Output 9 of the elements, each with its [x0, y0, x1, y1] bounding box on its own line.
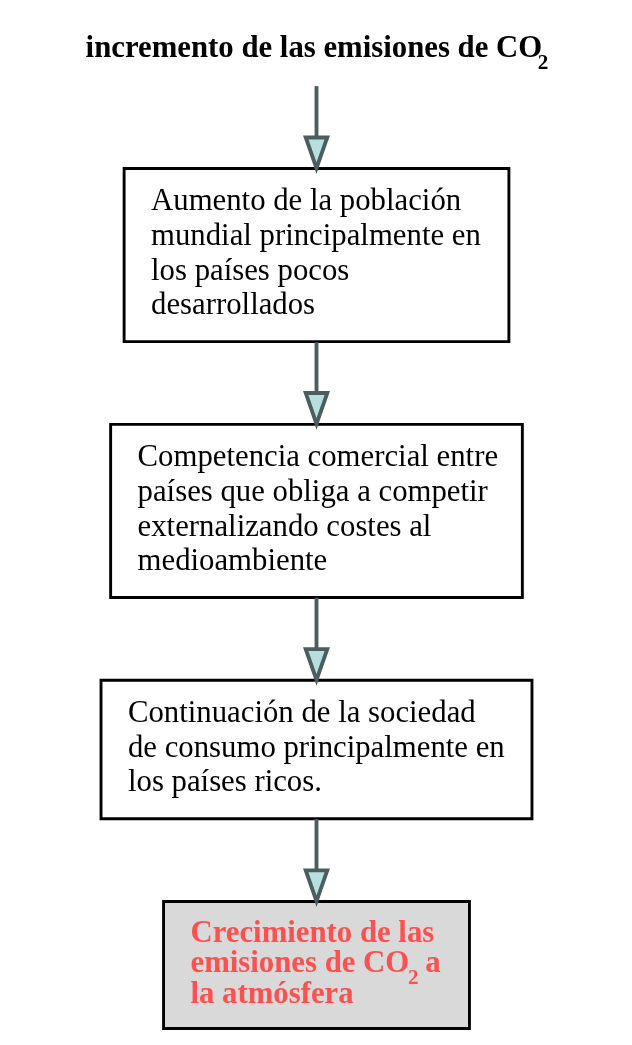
arrow	[302, 86, 330, 175]
node-text: incremento de las emisiones de CO$_{2}$	[85, 29, 548, 74]
arrow	[302, 819, 330, 908]
node-box: Crecimiento de las emisiones de CO$_{2}$ a la atmósfera	[161, 900, 471, 1030]
node-box: Continuación de la sociedad de consumo principalmente en los países ricos.	[99, 678, 533, 821]
node-box: Aumento de la población mundial principalmente en los países pocos desarrollados	[122, 167, 510, 344]
arrow	[302, 342, 330, 430]
node-box: Competencia comercial entre países que obliga a competir externalizando costes al medioambiente	[108, 422, 524, 599]
arrow	[302, 597, 330, 686]
